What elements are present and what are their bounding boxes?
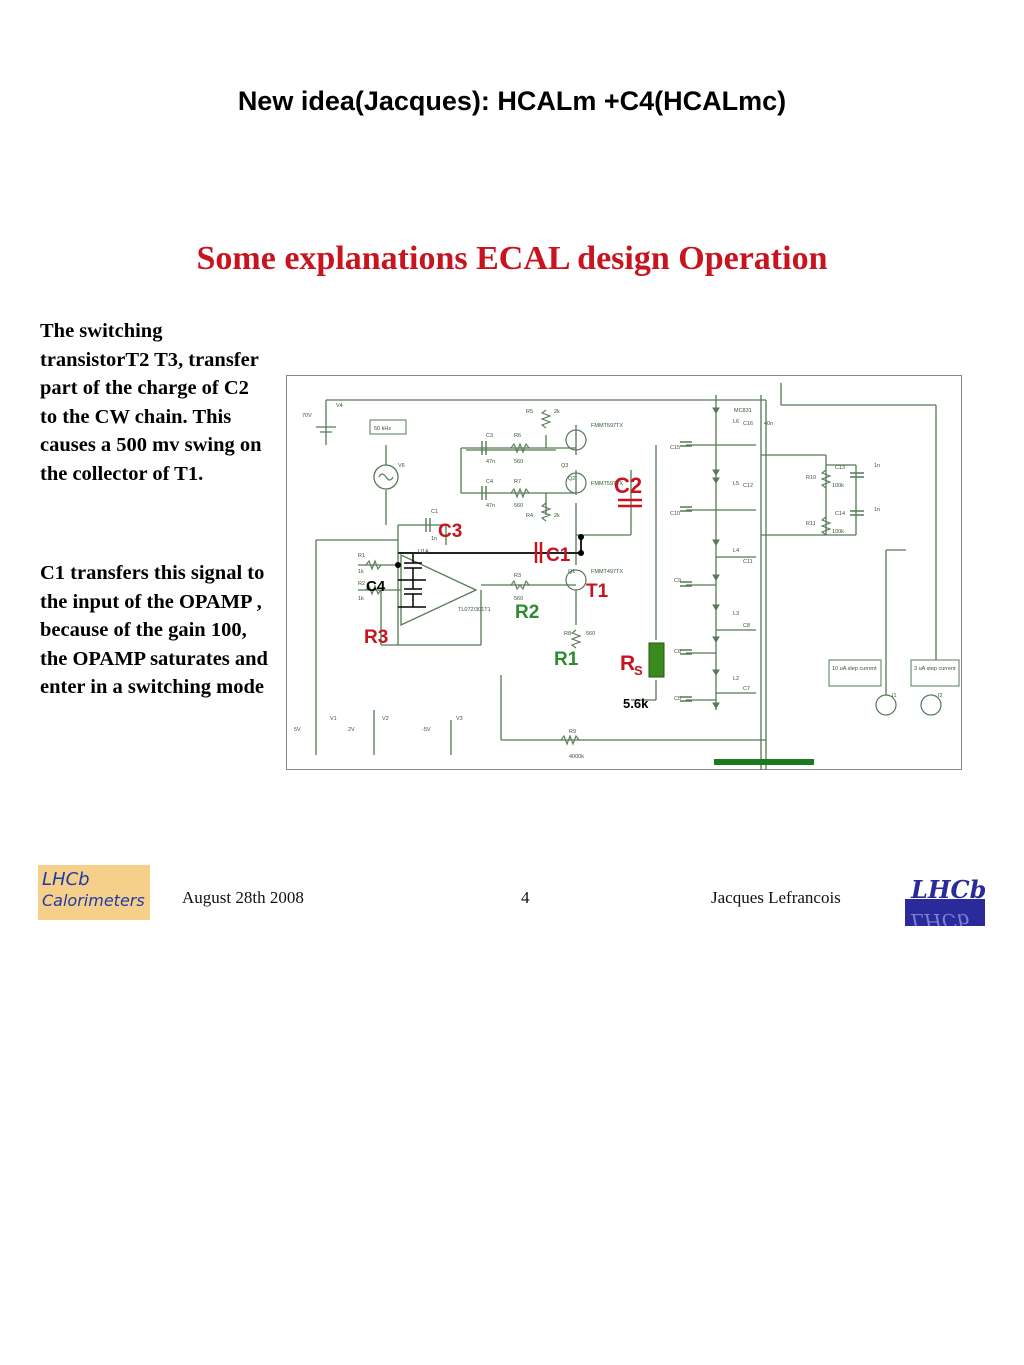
label-r1: R1 [554,649,579,670]
explanation-paragraph-2: C1 transfers this signal to the input of… [40,562,268,698]
tiny-c12: C12 [743,483,753,489]
label-c3: C3 [438,521,462,542]
tiny-r7: R7 [514,479,521,485]
slide-title: Some explanations ECAL design Operation [196,240,828,277]
tiny-r6v: 560 [514,459,523,465]
tiny-l3: L3 [733,611,739,617]
label-r3: R3 [364,627,388,648]
tiny-c7: C7 [743,686,750,692]
tiny-r4v: 2k [554,513,560,519]
tiny-70v: 70V [302,413,312,419]
tiny-cap: 40n [764,421,773,427]
tiny-5v: 5V [294,727,301,733]
tiny-r1: R1 [358,553,365,559]
tiny-c6: C6 [674,649,681,655]
tiny-v1: V1 [330,716,337,722]
tiny-r11v: 100k [832,529,844,535]
tiny-r1v: 1k [358,569,364,575]
footer-author: Jacques Lefrancois [711,888,841,907]
tiny-c14v: 1n [874,507,880,513]
footer-date: August 28th 2008 [182,888,304,907]
explanation-paragraph-1: The switching transistorT2 T3, transfer … [40,320,262,485]
tiny-r9v: 4000k [569,754,584,760]
tiny-l5: L5 [733,481,739,487]
tiny-r8v: 560 [586,631,595,637]
tiny-l6: L6 [733,419,739,425]
label-c4: C4 [366,578,386,595]
logo-left-line1: LHCb [42,869,90,890]
label-rs-subscript: S [634,663,643,678]
tiny-r2v: 1k [358,596,364,602]
tiny-r5v: 2k [554,409,560,415]
tiny-step2: 3 uA step current [914,666,956,672]
tiny-step1: 10 uA step current [832,666,877,672]
tiny-c3v: 47n [486,459,495,465]
page-title: New idea(Jacques): HCALm +C4(HCALmc) [237,86,787,116]
tiny-freq: 50 kHz [374,426,391,432]
tiny-c10: C10 [670,511,680,517]
tiny-c9: C9 [674,578,681,584]
tiny-r10: R10 [806,475,816,481]
svg-text:LHCb: LHCb [910,909,970,926]
tiny-r9: R9 [569,729,576,735]
footer-page-number: 4 [521,888,530,907]
tiny-2v: 2V [348,727,355,733]
tiny-c13v: 1n [874,463,880,469]
tiny-c4: C4 [486,479,493,485]
tiny-u1: U1A [418,549,429,555]
logo-right-text: LHCb [910,875,985,904]
label-t1: T1 [586,581,609,602]
tiny-c1: C1 [431,509,438,515]
circuit-schematic: C2 C3 C1 T1 R3 R S R2 R1 C4 5.6k V4 70V … [286,375,962,770]
tiny-c1v: 1n [431,536,437,542]
tiny-c5: C5 [674,696,681,702]
tiny-q2: Q2 [568,476,575,482]
label-r2: R2 [515,602,539,623]
tiny-r3v: 560 [514,596,523,602]
tiny-v6: V6 [398,463,405,469]
tiny-pmmt: FMMT597TX [591,423,623,429]
tiny-c3: C3 [486,433,493,439]
tiny-c8: C8 [743,623,750,629]
lhcb-logo: LHCb LHCb [905,872,985,926]
logo-left-line2: Calorimeters [42,891,145,910]
tiny-q3: Q3 [561,463,568,469]
tiny-v3: V3 [456,716,463,722]
tiny-v2: V2 [382,716,389,722]
tiny-opamp: TL072/301T1 [458,607,491,613]
tiny-r4: R4 [526,513,533,519]
tiny-r7v: 560 [514,503,523,509]
tiny-r8: R8 [564,631,571,637]
tiny-c4v: 47n [486,503,495,509]
label-c1: C1 [546,545,571,566]
label-c2: C2 [614,473,642,498]
tiny-c15: C15 [670,445,680,451]
tiny-r5: R5 [526,409,533,415]
tiny-r10v: 100k [832,483,844,489]
tiny-pmmt2: FMMT597TX [591,481,623,487]
tiny-i1: I1 [892,693,897,699]
tiny-q1: Q1 [568,569,575,575]
tiny-minus5v: -5V [422,727,431,733]
tiny-mc831: MC831 [734,408,752,414]
tiny-r2: R2 [358,581,365,587]
tiny-c11: C11 [743,559,753,565]
tiny-c16: C16 [743,421,753,427]
tiny-i2: I2 [938,693,943,699]
tiny-c14: C14 [835,511,845,517]
tiny-l2: L2 [733,676,739,682]
lhcb-calorimeters-logo: LHCb Calorimeters [38,865,150,920]
tiny-r3: R3 [514,573,521,579]
tiny-c13: C13 [835,465,845,471]
tiny-l4: L4 [733,548,739,554]
label-rs: R [620,652,635,675]
tiny-nmmt: FMMT497TX [591,569,623,575]
label-rs-value: 5.6k [623,696,649,711]
tiny-r11: R11 [806,521,816,527]
tiny-r6: R6 [514,433,521,439]
tiny-v4: V4 [336,403,343,409]
